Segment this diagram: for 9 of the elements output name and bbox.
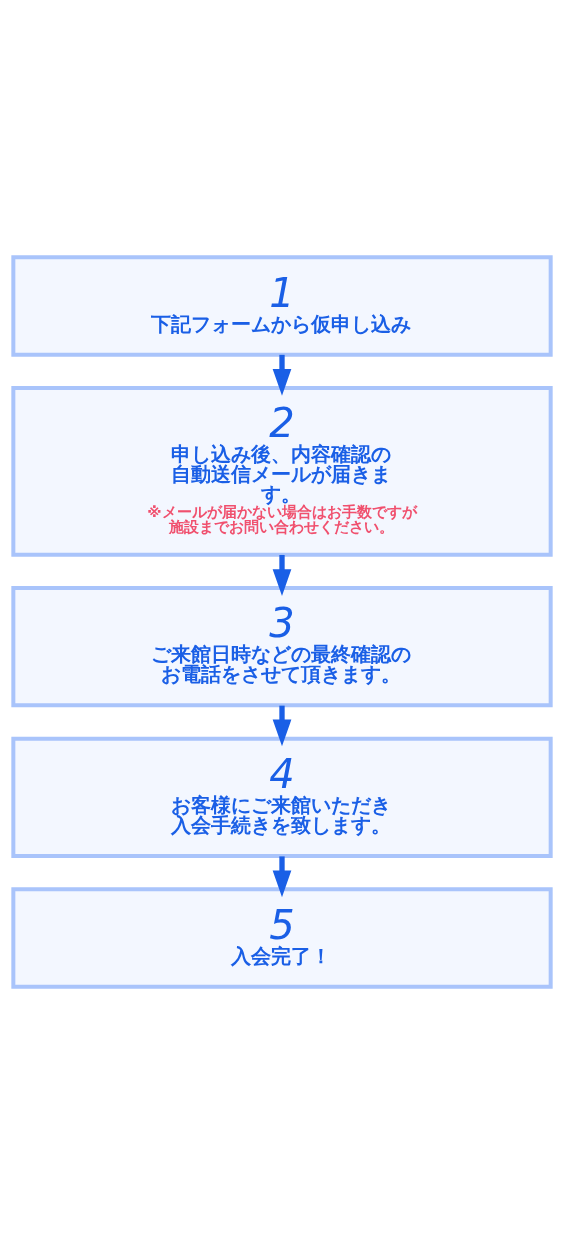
node-box: 2 申し込み後、内容確認の自動送信メールが届きます。 ※メールが届かない場合はお手数ですが施設までお問い合わせください。 bbox=[11, 385, 553, 557]
node-box: 4 お客様にご来館いただき入会手続きを致します。 bbox=[11, 736, 553, 858]
arrow bbox=[272, 354, 292, 396]
node-box: 3 ご来館日時などの最終確認のお電話をさせて頂きます。 bbox=[11, 585, 553, 707]
arrow bbox=[272, 554, 292, 596]
arrow bbox=[272, 855, 292, 897]
arrow bbox=[272, 705, 292, 746]
node-box: 5 入会完了！ bbox=[11, 886, 553, 989]
node-box: 1 下記フォームから仮申し込み bbox=[11, 254, 553, 357]
